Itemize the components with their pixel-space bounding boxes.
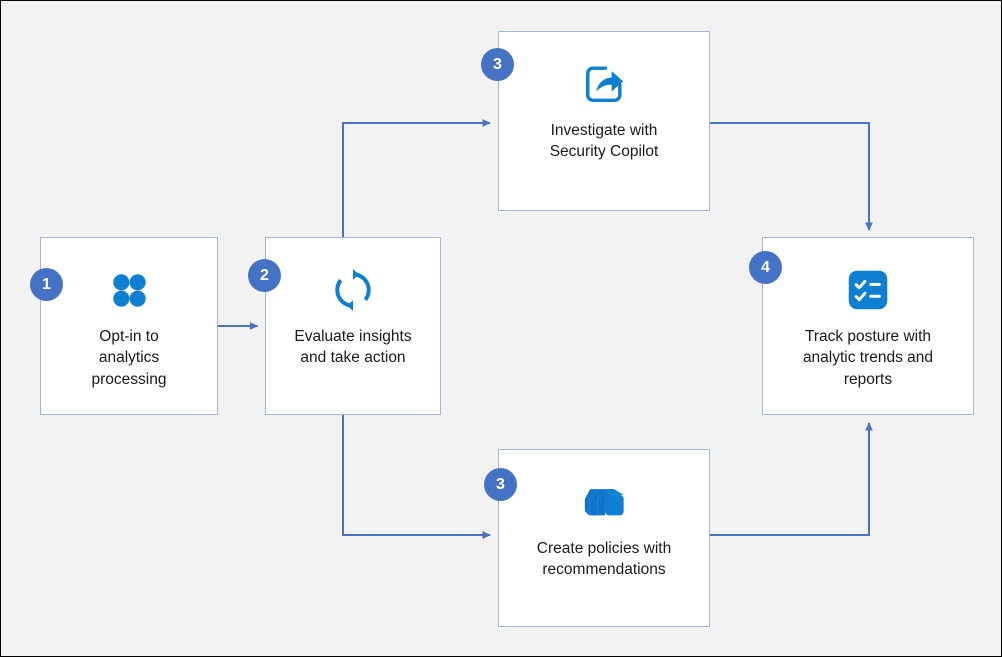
node-label: Evaluate insights and take action — [294, 328, 412, 367]
share-export-icon — [578, 58, 630, 110]
node-create-policies-with-recommendations[interactable]: Create policies with recommendations — [498, 449, 710, 627]
node-evaluate-insights-and-take-action[interactable]: Evaluate insights and take action — [265, 237, 441, 415]
step-badge-3a: 3 — [481, 48, 514, 81]
node-label: Opt-in to analytics processing — [91, 328, 167, 388]
connector-3b-to-4 — [710, 422, 873, 536]
step-badge-1: 1 — [30, 268, 63, 301]
four-dots-icon — [103, 264, 155, 316]
node-label: Track posture with analytic trends and r… — [802, 328, 934, 388]
connector-3a-to-4 — [710, 122, 873, 231]
connector-2-to-3a — [342, 119, 491, 237]
stacked-layers-icon — [578, 476, 630, 528]
node-track-posture-with-analytic-trends-and-reports[interactable]: Track posture with analytic trends and r… — [762, 237, 974, 415]
node-label: Investigate with Security Copilot — [549, 122, 659, 161]
node-opt-in-to-analytics-processing[interactable]: Opt-in to analytics processing — [40, 237, 218, 415]
connector-2-to-3b — [342, 415, 491, 539]
node-label: Create policies with recommendations — [536, 540, 672, 579]
step-badge-3b: 3 — [484, 468, 517, 501]
step-badge-2: 2 — [248, 259, 281, 292]
checklist-icon — [842, 264, 894, 316]
step-badge-4: 4 — [749, 251, 782, 284]
refresh-sync-icon — [327, 264, 379, 316]
node-investigate-with-security-copilot[interactable]: Investigate with Security Copilot — [498, 31, 710, 211]
